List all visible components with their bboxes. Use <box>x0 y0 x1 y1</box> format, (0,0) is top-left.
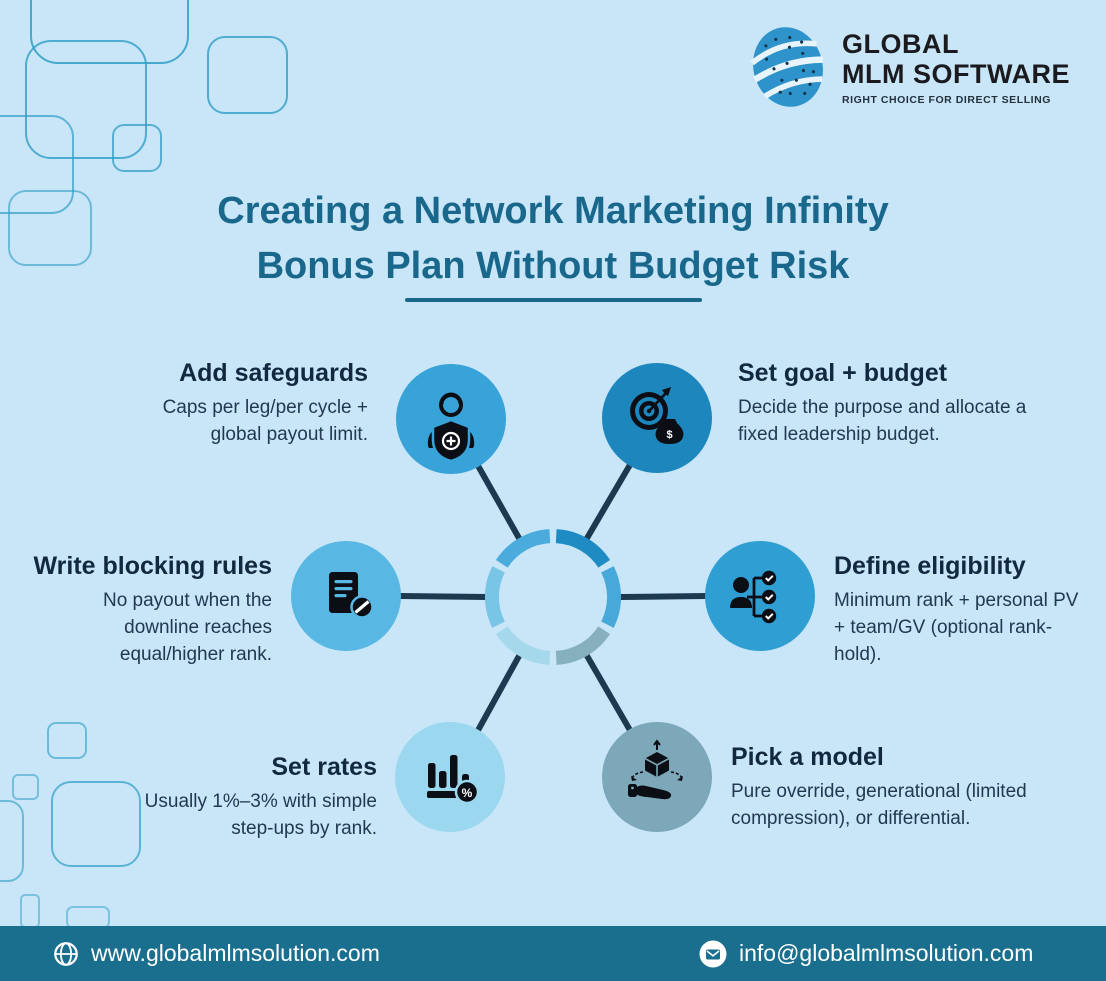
user-shield-plus-icon <box>427 392 475 463</box>
spoke-right <box>618 593 709 600</box>
node-title: Add safeguards <box>179 359 368 387</box>
node-desc: Minimum rank + personal PV + team/GV (op… <box>834 590 1079 665</box>
page-title-line1: Creating a Network Marketing Infinity <box>217 190 889 232</box>
spoke-bottom-right <box>582 649 633 733</box>
node-title: Set goal + budget <box>738 359 948 387</box>
cube-hand-icon <box>628 739 683 800</box>
footer-website: www.globalmlmsolution.com <box>52 926 380 981</box>
decorative-square <box>25 40 147 159</box>
percent-glyph: % <box>462 786 473 800</box>
mlm-logo-globe-icon <box>750 27 823 107</box>
node-desc: Caps per leg/per cycle + global payout l… <box>162 397 368 445</box>
spokes <box>397 462 709 733</box>
logo-line1: GLOBAL <box>842 28 960 59</box>
node-desc: Pure override, generational (limited com… <box>731 781 1027 829</box>
globe-icon <box>54 941 78 966</box>
ring-segment <box>495 626 551 665</box>
ring-segment <box>555 529 611 568</box>
decorative-square <box>30 0 189 64</box>
ring-segment <box>601 566 621 628</box>
logo-line2: MLM SOFTWARE <box>842 58 1070 89</box>
decorative-square <box>47 722 87 759</box>
page-title-line2: Bonus Plan Without Budget Risk <box>256 245 850 287</box>
node-title: Write blocking rules <box>33 552 272 580</box>
footer-email: info@globalmlmsolution.com <box>698 926 1033 981</box>
dollar-glyph: $ <box>666 429 672 441</box>
node-title: Pick a model <box>731 743 884 771</box>
node-write-blocking-rules-label: Write blocking rules No payout when the … <box>27 551 272 668</box>
decorative-square <box>12 774 39 800</box>
document-block-icon <box>329 572 374 619</box>
node-define-eligibility-label: Define eligibility Minimum rank + person… <box>834 551 1082 668</box>
decorative-square <box>0 115 74 214</box>
target-money-bag-icon: $ <box>630 387 684 444</box>
envelope-icon <box>699 940 727 967</box>
spoke-top-left <box>475 463 524 545</box>
node-title: Set rates <box>271 753 377 781</box>
center-ring <box>485 529 621 665</box>
bar-chart-percent-icon: % <box>427 755 480 805</box>
decorative-square <box>207 36 288 114</box>
footer-bar: www.globalmlmsolution.com info@globalmlm… <box>0 926 1106 981</box>
person-checklist-icon <box>730 570 777 624</box>
spoke-bottom-left <box>475 649 524 733</box>
title-underline <box>405 298 702 302</box>
footer-website-text: www.globalmlmsolution.com <box>91 940 380 966</box>
decorative-square <box>112 124 162 172</box>
page-title: Creating a Network Marketing Infinity Bo… <box>0 184 1106 294</box>
node-desc: Usually 1%–3% with simple step-ups by ra… <box>144 791 377 839</box>
decorative-square <box>0 800 24 882</box>
footer-email-text: info@globalmlmsolution.com <box>739 940 1034 966</box>
ring-segment <box>485 566 505 628</box>
spoke-top-right <box>582 462 633 545</box>
ring-segment <box>495 529 551 568</box>
node-desc: Decide the purpose and allocate a fixed … <box>738 397 1027 445</box>
node-desc: No payout when the downline reaches equa… <box>102 590 272 665</box>
node-add-safeguards-label: Add safeguards Caps per leg/per cycle + … <box>113 358 368 448</box>
node-set-rates-label: Set rates Usually 1%–3% with simple step… <box>122 752 377 842</box>
node-set-goal-budget-label: Set goal + budget Decide the purpose and… <box>738 358 1068 448</box>
node-pick-model-label: Pick a model Pure override, generational… <box>731 742 1076 832</box>
spoke-left <box>397 593 490 600</box>
ring-segment <box>555 626 611 665</box>
brand-logo: GLOBAL MLM SOFTWARE RIGHT CHOICE FOR DIR… <box>746 18 1070 116</box>
logo-tagline: RIGHT CHOICE FOR DIRECT SELLING <box>842 93 1051 106</box>
decorative-square <box>51 781 141 867</box>
node-title: Define eligibility <box>834 552 1026 580</box>
decorative-square <box>8 190 92 266</box>
